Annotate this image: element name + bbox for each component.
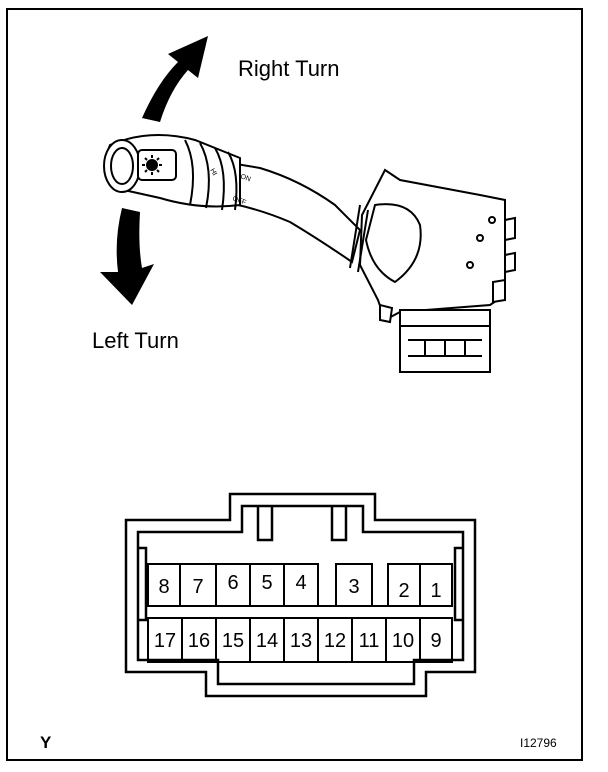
pin-label: 9 <box>430 630 441 652</box>
pin-label: 15 <box>222 630 244 652</box>
pin-label: 14 <box>256 630 278 652</box>
pin-label: 2 <box>398 580 409 602</box>
pin-label: 12 <box>324 630 346 652</box>
pin-label: 16 <box>188 630 210 652</box>
pin-label: 17 <box>154 630 176 652</box>
pin-label: 6 <box>227 572 238 594</box>
lever-mark: ON <box>239 173 251 183</box>
diagram-frame <box>6 8 583 761</box>
pin-label: 5 <box>261 572 272 594</box>
pin-label: 4 <box>295 572 306 594</box>
pin-label: 13 <box>290 630 312 652</box>
connector-pin-grid <box>147 563 453 663</box>
pin-label: 10 <box>392 630 414 652</box>
pin-label: 11 <box>359 630 380 652</box>
switch-body <box>349 168 516 373</box>
left-turn-arrow-icon <box>100 208 154 305</box>
pin-label: 1 <box>430 580 441 602</box>
left-turn-label: Left Turn <box>92 328 179 353</box>
figure-id: I12796 <box>520 736 557 750</box>
pin-label: 3 <box>348 576 359 598</box>
lever-mark: HI <box>208 168 218 178</box>
pin-label: 8 <box>158 576 169 598</box>
combination-switch-lever <box>103 134 362 264</box>
corner-label: Y <box>40 733 52 752</box>
right-turn-arrow-icon <box>142 36 208 122</box>
right-turn-label: Right Turn <box>238 56 340 81</box>
pin-label: 7 <box>192 576 203 598</box>
lever-mark: OFF <box>231 195 247 206</box>
connector-housing <box>124 492 477 698</box>
